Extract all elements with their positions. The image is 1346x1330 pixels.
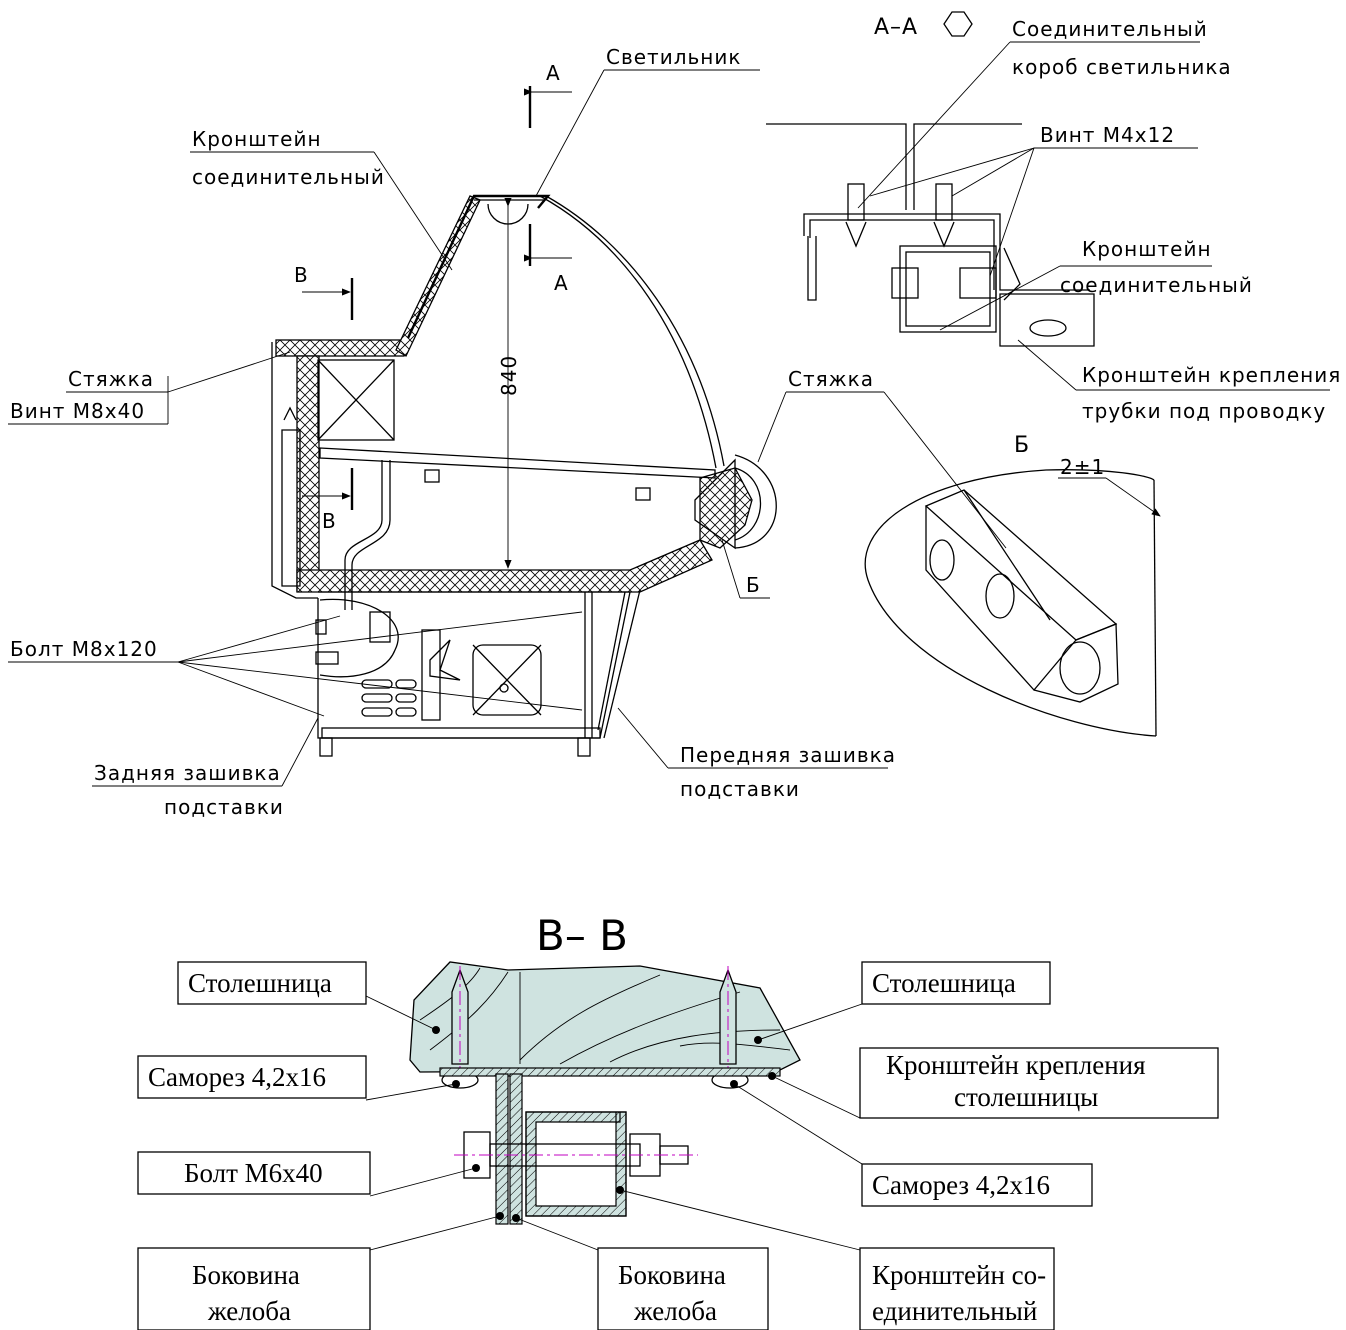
- label-bracket-right-1: Кронштейн: [1082, 237, 1212, 261]
- label-bracket-top-2: соединительный: [192, 165, 385, 189]
- label-self-screw-right: Саморез 4,2х16: [872, 1170, 1050, 1200]
- section-aa-title: А–А: [874, 15, 918, 40]
- callout-trough-side-left: [137, 1247, 371, 1330]
- section-v-upper: В: [294, 263, 309, 287]
- label-tabletop-bracket-2: столешницы: [954, 1082, 1098, 1112]
- label-bracket-top-1: Кронштейн: [192, 127, 322, 151]
- callout-trough-side-mid: [597, 1247, 769, 1330]
- section-rotation-icon: [943, 11, 973, 37]
- callout-tabletop-bracket: [859, 1047, 1219, 1119]
- label-trough-side-mid-1: Боковина: [618, 1260, 726, 1290]
- callout-self-screw-right: [861, 1163, 1093, 1207]
- label-lamp-box-1: Соединительный: [1012, 17, 1208, 41]
- label-screw-m4x12: Винт М4х12: [1040, 123, 1175, 147]
- label-bracket-right-2: соединительный: [1060, 273, 1253, 297]
- section-aa: А–А Соединительный короб светильника Вин…: [766, 11, 1341, 423]
- label-trough-side-left-1: Боковина: [192, 1260, 300, 1290]
- section-v-lower: В: [322, 509, 337, 533]
- section-vv-title: В– В: [536, 911, 628, 960]
- detail-b: Б 2±1: [864, 433, 1161, 737]
- callout-tabletop-right: [861, 961, 1051, 1005]
- section-vv: В– В Столе: [137, 911, 1219, 1330]
- label-tube-bracket-2: трубки под проводку: [1082, 399, 1326, 423]
- cabinet-floor: [296, 539, 713, 593]
- worktop: [275, 339, 405, 357]
- label-tabletop-bracket-1: Кронштейн крепления: [886, 1050, 1146, 1080]
- section-a-upper: А: [546, 61, 561, 85]
- label-b-mark: Б: [746, 573, 761, 597]
- section-a-lower: А: [554, 271, 569, 295]
- tolerance-label: 2±1: [1060, 455, 1105, 479]
- label-tube-bracket-1: Кронштейн крепления: [1082, 363, 1341, 387]
- label-tabletop-right: Столешница: [872, 968, 1016, 998]
- label-tie-left: Стяжка: [68, 367, 154, 391]
- label-front-cover-2: подставки: [680, 777, 800, 801]
- label-rear-cover-1: Задняя зашивка: [94, 761, 281, 785]
- label-bolt-m6x40: Болт М6х40: [184, 1158, 323, 1188]
- callout-bracket-connecting: [859, 1247, 1055, 1330]
- cabinet-view: 840: [271, 61, 777, 757]
- label-lamp-box-2: короб светильника: [1012, 55, 1232, 79]
- label-trough-side-left-2: желоба: [207, 1296, 291, 1326]
- main-callouts: Светильник Кронштейн соединительный Стяж…: [8, 45, 1007, 819]
- label-self-screw-left: Саморез 4,2х16: [148, 1062, 326, 1092]
- label-bracket-conn-1: Кронштейн со-: [872, 1260, 1046, 1290]
- label-tabletop-left: Столешница: [188, 968, 332, 998]
- label-rear-cover-2: подставки: [164, 795, 284, 819]
- label-lamp: Светильник: [606, 45, 741, 69]
- detail-b-title: Б: [1014, 433, 1030, 458]
- dimension-840: 840: [497, 355, 521, 396]
- label-front-cover-1: Передняя зашивка: [680, 743, 896, 767]
- label-bracket-conn-2: единительный: [872, 1296, 1037, 1326]
- label-trough-side-mid-2: желоба: [633, 1296, 717, 1326]
- callout-tabletop-left: [177, 961, 367, 1005]
- label-bolt-m8x120: Болт М8х120: [10, 637, 158, 661]
- label-screw-m8x40: Винт М8х40: [10, 399, 145, 423]
- label-tie-right: Стяжка: [788, 367, 874, 391]
- callout-self-screw-left: [137, 1055, 367, 1099]
- callout-bolt-m6x40: [137, 1151, 371, 1195]
